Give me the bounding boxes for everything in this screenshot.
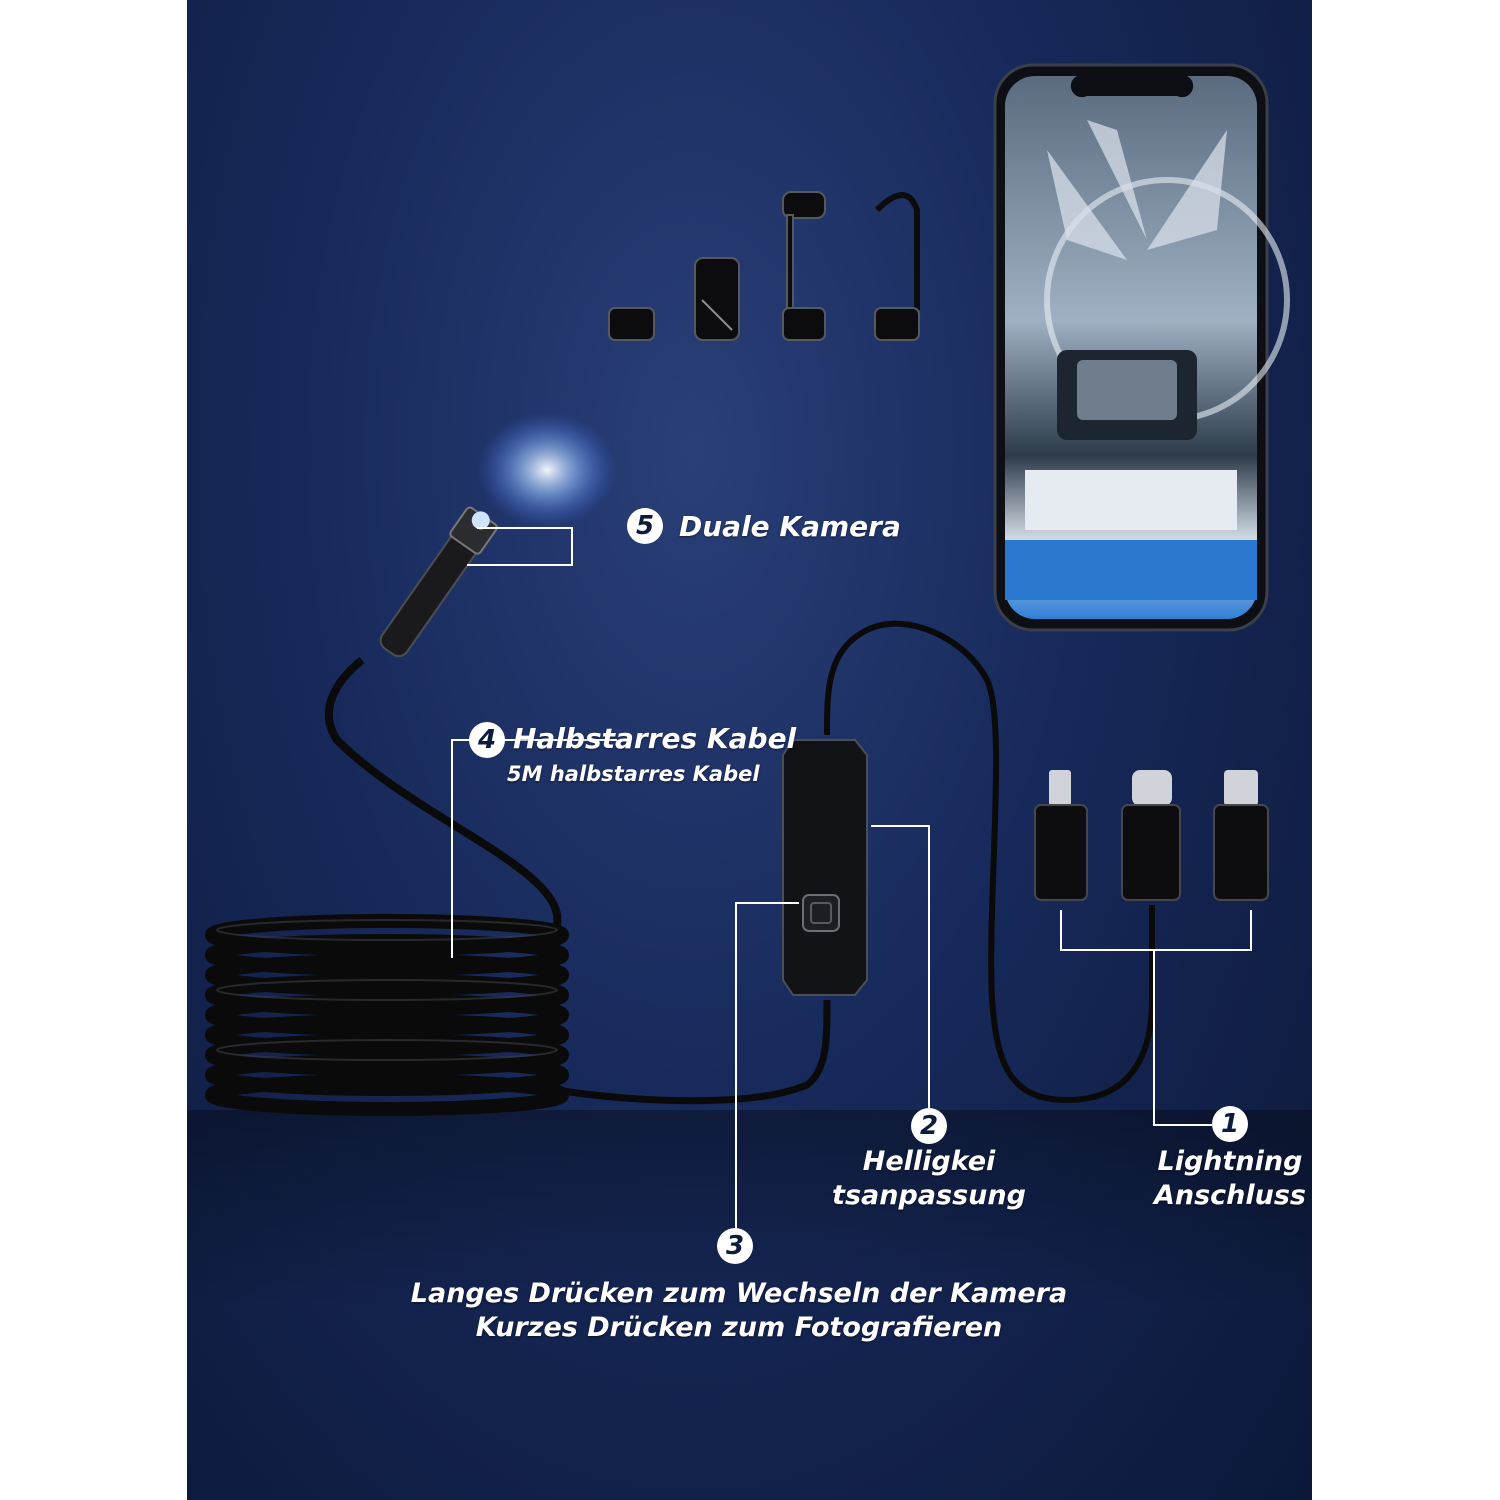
usb-c-connector-icon xyxy=(1121,770,1181,901)
product-illustration xyxy=(187,63,1312,1310)
lightning-label-line2: Anschluss xyxy=(1153,1180,1307,1211)
control-box-icon xyxy=(782,739,868,996)
semi-rigid-cable-title: Halbstarres Kabel xyxy=(513,722,797,755)
camera-probe-icon xyxy=(379,506,498,658)
brightness-label-line2: tsanpassung xyxy=(832,1180,1026,1211)
callout-number-5: 5 xyxy=(627,508,663,544)
button-label-line2: Kurzes Drücken zum Fotografieren xyxy=(475,1312,1003,1343)
callout-number-3: 3 xyxy=(717,1228,753,1264)
callout-lines xyxy=(451,527,1252,1228)
floor-reflection xyxy=(187,1110,1312,1310)
semi-rigid-cable-subtitle: 5M halbstarres Kabel xyxy=(507,762,760,786)
micro-usb-connector-icon xyxy=(1213,770,1269,901)
lightning-label-line1: Lightning xyxy=(1157,1146,1303,1177)
dual-camera-label: Duale Kamera xyxy=(679,510,901,543)
product-image: 5 Duale Kamera 4 Halbstarres Kabel 5M ha… xyxy=(187,0,1312,1500)
camera-light-glow xyxy=(477,412,617,528)
lightning-connector-icon xyxy=(1034,770,1088,901)
button-label-line1: Langes Drücken zum Wechseln der Kamera xyxy=(410,1278,1068,1309)
smartphone-icon xyxy=(993,63,1290,632)
callout-number-4: 4 xyxy=(469,722,505,758)
lens-hook-accessory-icon xyxy=(608,191,920,341)
callout-number-1: 1 xyxy=(1212,1106,1248,1142)
brightness-label-line1: Helligkei xyxy=(862,1146,996,1177)
semi-rigid-cable xyxy=(324,656,562,926)
callout-number-2: 2 xyxy=(911,1108,947,1144)
main-cable xyxy=(556,999,831,1105)
loop-cable xyxy=(824,620,1155,1104)
cable-coil xyxy=(205,914,569,1116)
